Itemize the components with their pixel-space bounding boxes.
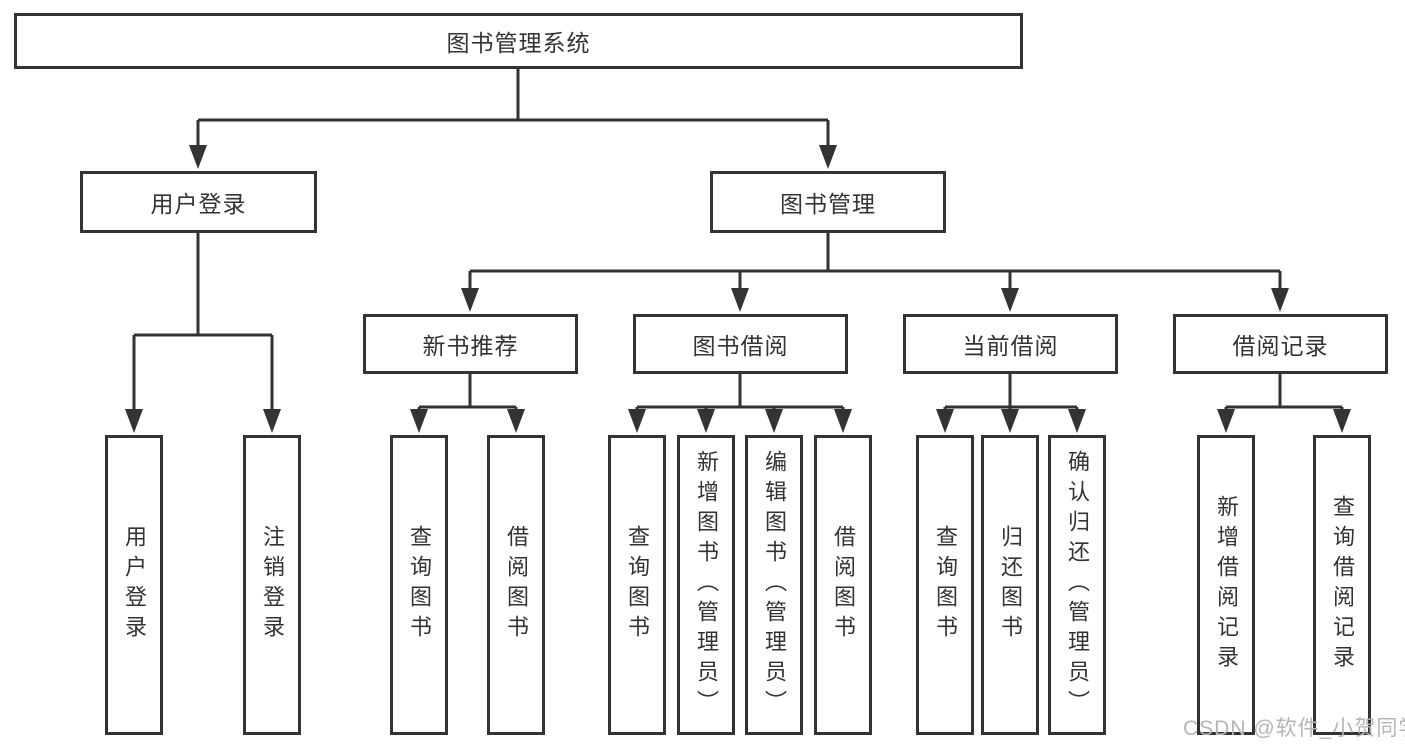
leaf-records-add-record: 新增借阅记录: [1197, 435, 1255, 735]
node-root-system: 图书管理系统: [14, 13, 1023, 69]
csdn-watermark: CSDN @软件_小贺同学: [1183, 717, 1405, 740]
leaf-current-confirm-return-admin: 确认归还（管理员）: [1048, 435, 1106, 735]
node-user-login-branch: 用户登录: [80, 171, 317, 233]
node-book-borrowing: 图书借阅: [633, 314, 848, 374]
leaf-current-return-books: 归还图书: [981, 435, 1039, 735]
node-book-management-branch: 图书管理: [710, 171, 946, 233]
node-current-borrowing: 当前借阅: [903, 314, 1118, 374]
leaf-recommend-query-books: 查询图书: [390, 435, 448, 735]
leaf-borrowing-borrow-books: 借阅图书: [814, 435, 872, 735]
leaf-logout: 注销登录: [243, 435, 301, 735]
leaf-borrowing-query-books: 查询图书: [608, 435, 666, 735]
leaf-borrowing-add-books-admin: 新增图书（管理员）: [677, 435, 735, 735]
leaf-records-query-record: 查询借阅记录: [1313, 435, 1371, 735]
node-borrow-records: 借阅记录: [1173, 314, 1388, 374]
leaf-recommend-borrow-books: 借阅图书: [487, 435, 545, 735]
arrowhead-icon: [125, 145, 1351, 433]
leaf-borrowing-edit-books-admin: 编辑图书（管理员）: [745, 435, 803, 735]
leaf-user-login: 用户登录: [105, 435, 163, 735]
leaf-current-query-books: 查询图书: [916, 435, 974, 735]
node-new-book-recommend: 新书推荐: [363, 314, 578, 374]
